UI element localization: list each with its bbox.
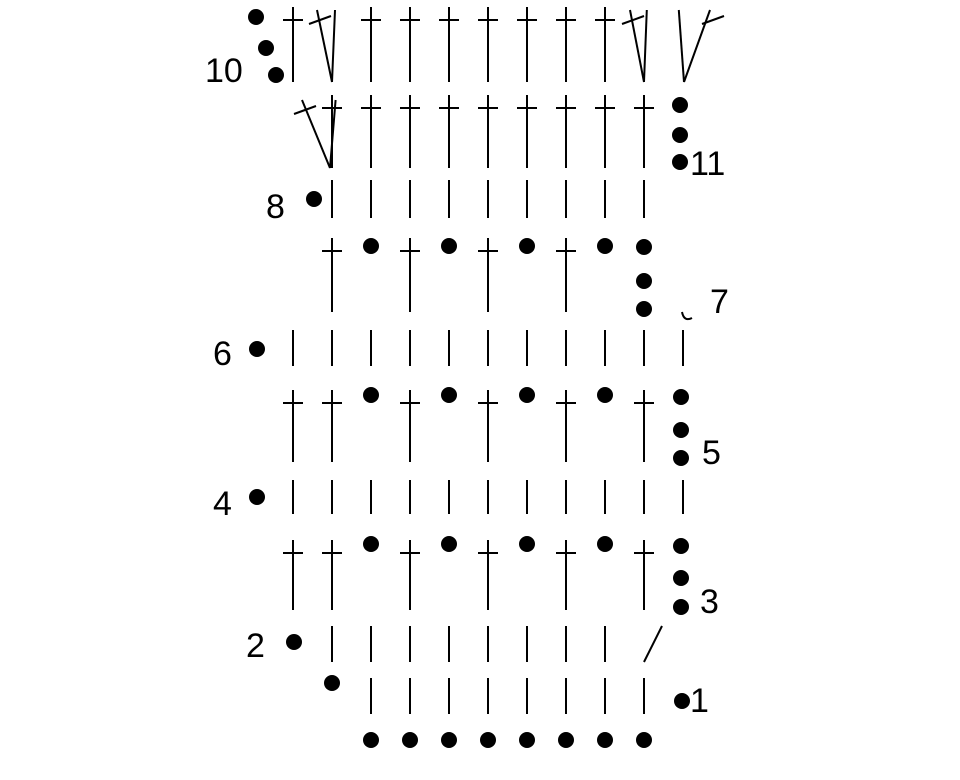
chain-dot bbox=[402, 732, 418, 748]
chain-dot bbox=[673, 538, 689, 554]
row-number-4: 4 bbox=[213, 485, 232, 523]
row-number-5: 5 bbox=[702, 434, 721, 472]
treble-2tog-leg bbox=[329, 99, 337, 169]
chain-dot bbox=[480, 732, 496, 748]
chain-dot bbox=[672, 97, 688, 113]
slip-stitch-arc bbox=[681, 311, 693, 321]
stitch-crossbar bbox=[293, 105, 317, 115]
chain-dot bbox=[519, 387, 535, 403]
chain-dot bbox=[363, 732, 379, 748]
chain-dot bbox=[363, 238, 379, 254]
treble-2tog-leg bbox=[301, 99, 331, 169]
chain-dot bbox=[673, 599, 689, 615]
chain-dot bbox=[258, 40, 274, 56]
chain-dot bbox=[249, 341, 265, 357]
chain-dot bbox=[673, 389, 689, 405]
treble-2tog-leg bbox=[643, 9, 648, 83]
chain-dot bbox=[519, 536, 535, 552]
chain-dot bbox=[673, 422, 689, 438]
chain-dot bbox=[249, 489, 265, 505]
chain-dot bbox=[673, 450, 689, 466]
chain-dot bbox=[672, 154, 688, 170]
treble-2tog-leg bbox=[683, 9, 711, 83]
chain-dot bbox=[306, 191, 322, 207]
chain-dot bbox=[597, 238, 613, 254]
chain-dot bbox=[636, 301, 652, 317]
stitch-crossbar bbox=[701, 15, 725, 25]
chain-dot bbox=[636, 239, 652, 255]
chain-dot bbox=[441, 536, 457, 552]
chain-dot bbox=[519, 732, 535, 748]
row-number-1: 1 bbox=[690, 682, 709, 720]
stitch-crossbar bbox=[308, 15, 332, 25]
stitch-crossbar bbox=[621, 15, 645, 25]
chain-dot bbox=[597, 732, 613, 748]
treble-2tog-leg bbox=[677, 9, 685, 83]
single-crochet-increase bbox=[643, 625, 663, 663]
chain-dot bbox=[324, 675, 340, 691]
row-number-2: 2 bbox=[246, 627, 265, 665]
row-number-7: 7 bbox=[710, 283, 729, 321]
chain-dot bbox=[636, 732, 652, 748]
chain-dot bbox=[674, 693, 690, 709]
chain-dot bbox=[248, 9, 264, 25]
chain-dot bbox=[441, 732, 457, 748]
chain-dot bbox=[286, 634, 302, 650]
row-number-8: 8 bbox=[266, 188, 285, 226]
chain-dot bbox=[363, 536, 379, 552]
chain-dot bbox=[441, 387, 457, 403]
chain-dot bbox=[268, 67, 284, 83]
chain-dot bbox=[558, 732, 574, 748]
chain-dot bbox=[636, 273, 652, 289]
treble-2tog-leg bbox=[331, 9, 336, 83]
treble-2tog-leg bbox=[316, 9, 333, 83]
chain-dot bbox=[519, 238, 535, 254]
chain-dot bbox=[597, 387, 613, 403]
chain-dot bbox=[441, 238, 457, 254]
treble-2tog-leg bbox=[629, 9, 645, 83]
row-number-11: 11 bbox=[690, 145, 725, 183]
chain-dot bbox=[672, 127, 688, 143]
chain-dot bbox=[673, 570, 689, 586]
chain-dot bbox=[597, 536, 613, 552]
row-number-3: 3 bbox=[700, 583, 719, 621]
row-number-6: 6 bbox=[213, 335, 232, 373]
chain-dot bbox=[363, 387, 379, 403]
chart-symbols bbox=[248, 7, 725, 748]
row-number-10: 10 bbox=[205, 52, 243, 90]
